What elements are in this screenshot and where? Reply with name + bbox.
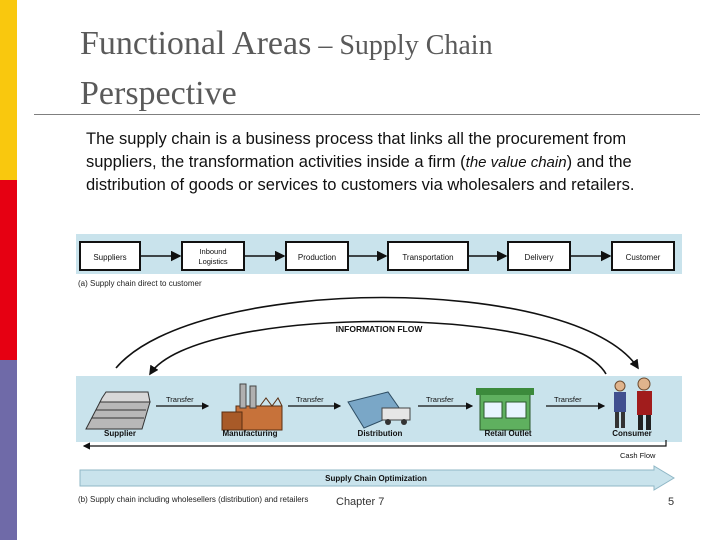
node-label-retail-outlet: Retail Outlet — [484, 429, 531, 438]
page-number: 5 — [668, 496, 675, 508]
box-customer-label: Customer — [626, 253, 661, 262]
consumers-illustration — [614, 377, 652, 430]
accent-stripe-purple — [0, 360, 17, 540]
factory-illustration — [221, 383, 283, 431]
accent-stripe-red — [0, 180, 17, 360]
panel-a-caption: (a) Supply chain direct to customer — [78, 279, 202, 288]
footer-chapter: Chapter 7 — [336, 496, 385, 508]
box-production-label: Production — [298, 253, 336, 262]
retail-outlet-illustration — [476, 388, 534, 431]
accent-stripe-yellow — [0, 0, 17, 180]
panel-a-background — [76, 234, 682, 274]
node-labels: Supplier Manufacturing Distribution Reta… — [104, 429, 652, 438]
distribution-center-illustration — [347, 391, 411, 429]
optimization-arrow — [79, 465, 675, 491]
node-label-supplier: Supplier — [104, 429, 136, 438]
node-label-consumer: Consumer — [612, 429, 652, 438]
info-arc-inner — [149, 320, 607, 376]
box-delivery — [507, 241, 571, 271]
body-text-start: The supply chain is a business process t… — [86, 130, 627, 171]
title-dash: – — [311, 30, 340, 61]
box-suppliers-label: Suppliers — [93, 253, 126, 262]
transfer-label-2: Transfer — [296, 395, 324, 404]
info-arc-outer — [115, 296, 639, 370]
title-main: Functional Areas — [80, 25, 312, 62]
box-delivery-label: Delivery — [525, 253, 554, 262]
title-second-line: Perspective — [80, 75, 237, 112]
box-production — [285, 241, 349, 271]
information-flow-label: INFORMATION FLOW — [336, 324, 424, 334]
transfer-label-3: Transfer — [426, 395, 454, 404]
optimization-label: Supply Chain Optimization — [325, 474, 427, 483]
body-text-end: ) and the distribution of goods or servi… — [86, 153, 635, 194]
title-secondary: Supply Chain — [339, 30, 493, 61]
transfer-labels: Transfer Transfer Transfer Transfer — [166, 395, 582, 404]
node-label-manufacturing: Manufacturing — [222, 429, 277, 438]
node-label-distribution: Distribution — [358, 429, 403, 438]
supplier-building-illustration — [85, 391, 151, 430]
box-transportation-label: Transportation — [402, 253, 453, 262]
cash-flow-arrow — [82, 440, 667, 450]
title-divider — [34, 114, 700, 115]
transfer-label-4: Transfer — [554, 395, 582, 404]
information-flow-arcs — [115, 296, 639, 376]
box-customer — [611, 241, 675, 271]
body-paragraph: The supply chain is a business process t… — [86, 128, 696, 197]
transfer-label-1: Transfer — [166, 395, 194, 404]
panel-b-caption: (b) Supply chain including wholesellers … — [78, 495, 308, 504]
slide-title: Functional Areas – Supply Chain Perspect… — [80, 22, 700, 122]
cash-flow-label: Cash Flow — [620, 451, 656, 460]
body-text-italic: the value chain — [465, 154, 567, 171]
